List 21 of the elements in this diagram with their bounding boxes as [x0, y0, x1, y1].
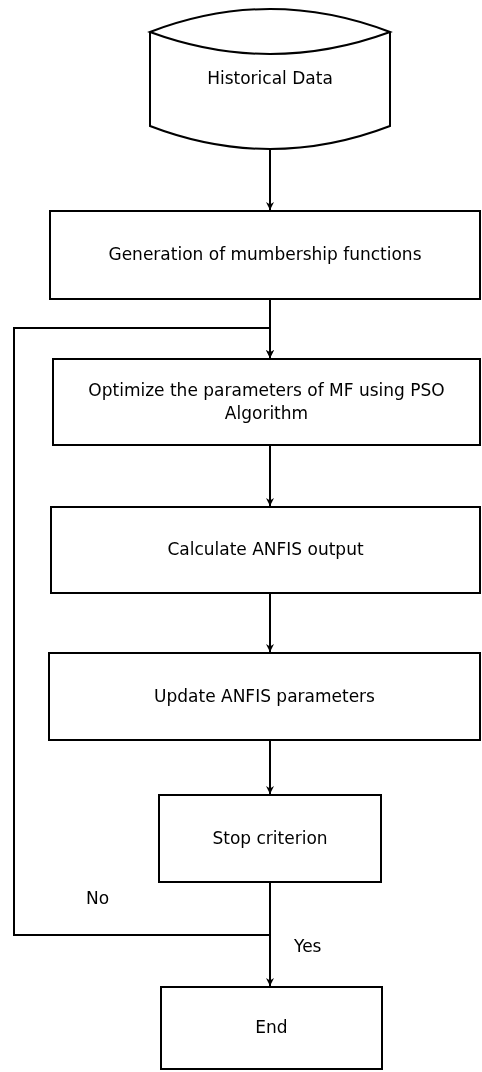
node-label: Update ANFIS parameters	[154, 684, 375, 708]
node-label: End	[255, 1016, 288, 1040]
edge-label: Yes	[292, 938, 324, 955]
process-box	[158, 794, 382, 883]
node-label: Stop criterion	[212, 826, 328, 850]
arrow	[266, 445, 274, 507]
arrow	[266, 740, 274, 795]
arrow	[266, 593, 274, 653]
process-box	[48, 652, 481, 741]
arrow	[13, 327, 274, 936]
process-box	[160, 986, 383, 1070]
data-storage-shape	[148, 8, 392, 150]
node-label: Optimize the parameters of MF using PSO Algorithm	[87, 378, 446, 425]
node-label: Generation of mumbership functions	[108, 243, 422, 267]
process-box	[50, 506, 481, 594]
arrow	[266, 149, 274, 211]
node-label: Calculate ANFIS output	[167, 538, 364, 562]
edge-label: No	[84, 890, 112, 907]
process-box	[52, 358, 481, 446]
process-box	[49, 210, 481, 300]
node-label: Historical Data	[207, 67, 333, 91]
